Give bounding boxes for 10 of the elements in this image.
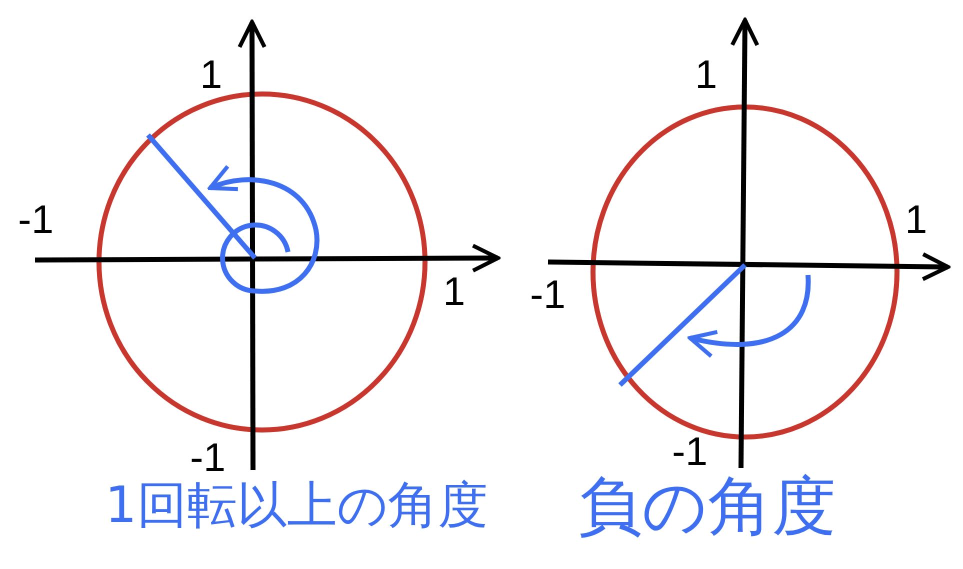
panel-caption: 1回転以上の角度 (105, 480, 488, 530)
axis-label: -1 (672, 432, 708, 472)
axis-label: -1 (190, 438, 226, 478)
axis-label: 1 (200, 55, 222, 95)
axis-label: 1 (905, 200, 928, 240)
axis-label: -1 (530, 275, 566, 315)
panel-caption: 負の角度 (578, 475, 836, 539)
axis-label: 1 (695, 55, 718, 95)
axis-label: 1 (443, 272, 466, 312)
axis-label: -1 (18, 200, 54, 240)
